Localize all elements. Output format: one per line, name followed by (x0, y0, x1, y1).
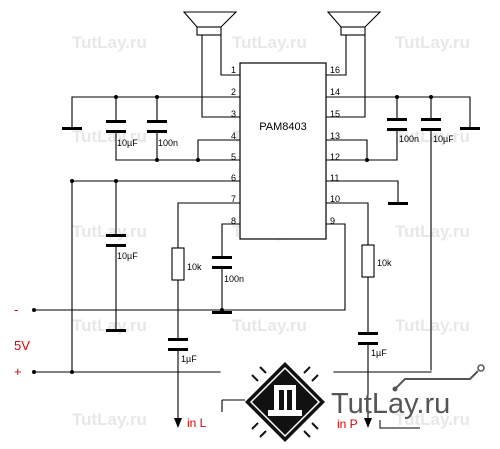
resistor-icon (361, 244, 375, 278)
ground-icon (460, 127, 480, 130)
minus-label: - (14, 302, 18, 317)
speaker-right-icon (326, 11, 382, 36)
capacitor-icon (106, 120, 126, 133)
cap-value: 10µF (117, 251, 138, 261)
pin-number: 11 (330, 173, 339, 183)
logo-wordmark: TutLay.ru (331, 364, 485, 429)
component-labels: 10µF 100n 100n 10µF 10µF 100n 10k 10k 1µ… (117, 134, 454, 364)
capacitors (106, 118, 441, 351)
pin-labels-right: 9 10 11 12 13 14 15 16 (330, 65, 340, 226)
ground-icon (106, 329, 126, 332)
watermark: TutLay.ru (72, 33, 147, 52)
pin-number: 13 (330, 131, 340, 141)
pin-number: 14 (330, 87, 340, 97)
watermark: TutLay.ru (232, 33, 307, 52)
arrow-down-icon (364, 418, 372, 428)
pin-number: 7 (231, 194, 236, 204)
capacitor-icon (421, 118, 441, 131)
speaker-left-icon (182, 11, 238, 36)
watermark: TutLay.ru (395, 33, 470, 52)
resistor-value: 10k (377, 258, 392, 268)
pin-number: 2 (231, 87, 236, 97)
pin-number: 10 (330, 194, 340, 204)
pin-number: 15 (330, 109, 340, 119)
input-right-label: in P (337, 417, 358, 431)
watermark: TutLay.ru (395, 127, 470, 146)
pin-number: 5 (231, 152, 236, 162)
logo-chip-icon (221, 362, 325, 442)
capacitor-icon (387, 118, 407, 131)
capacitor-icon (212, 256, 232, 269)
watermark: TutLay.ru (72, 316, 147, 335)
pin-number: 1 (231, 65, 236, 75)
watermark: TutLay.ru (395, 410, 470, 429)
cap-value: 1µF (371, 348, 387, 358)
pin-number: 16 (330, 65, 340, 75)
pin-number: 6 (231, 173, 236, 183)
voltage-label: 5V (14, 338, 30, 353)
junctions (32, 95, 433, 374)
watermark: TutLay.ru (232, 316, 307, 335)
pin-number: 4 (231, 131, 236, 141)
capacitor-icon (147, 120, 167, 133)
input-left-label: in L (187, 416, 207, 430)
resistor-icon (171, 247, 185, 281)
ground-icon (212, 311, 232, 314)
chip-body (239, 62, 327, 240)
cap-value: 100n (158, 138, 178, 148)
capacitor-icon (358, 332, 378, 345)
watermark: TutLay.ru (395, 222, 470, 241)
ground-icon (388, 202, 408, 205)
capacitor-icon (106, 234, 126, 247)
pin-number: 8 (231, 216, 236, 226)
arrow-down-icon (174, 418, 182, 428)
ground-symbols (62, 127, 480, 332)
watermark: TutLay.ru (72, 127, 147, 146)
wires (33, 34, 471, 425)
watermark: TutLay.ru (72, 222, 147, 241)
cap-value: 100n (224, 274, 244, 284)
cap-value: 10µF (433, 134, 454, 144)
ground-icon (62, 127, 82, 130)
capacitor-icon (168, 338, 188, 351)
pin-labels-left: 1 2 3 4 5 6 7 8 (231, 65, 236, 226)
cap-value: 10µF (117, 138, 138, 148)
pin-number: 3 (231, 109, 236, 119)
plus-label: + (14, 364, 22, 379)
pin-number: 9 (330, 216, 335, 226)
watermark: TutLay.ru (72, 410, 147, 429)
resistor-value: 10k (187, 262, 202, 272)
cap-value: 100n (399, 134, 419, 144)
watermark: TutLay.ru (395, 316, 470, 335)
chip-name: PAM8403 (259, 121, 307, 133)
pin-number: 12 (330, 152, 340, 162)
cap-value: 1µF (181, 354, 197, 364)
logo-text: TutLay.ru (331, 388, 450, 420)
